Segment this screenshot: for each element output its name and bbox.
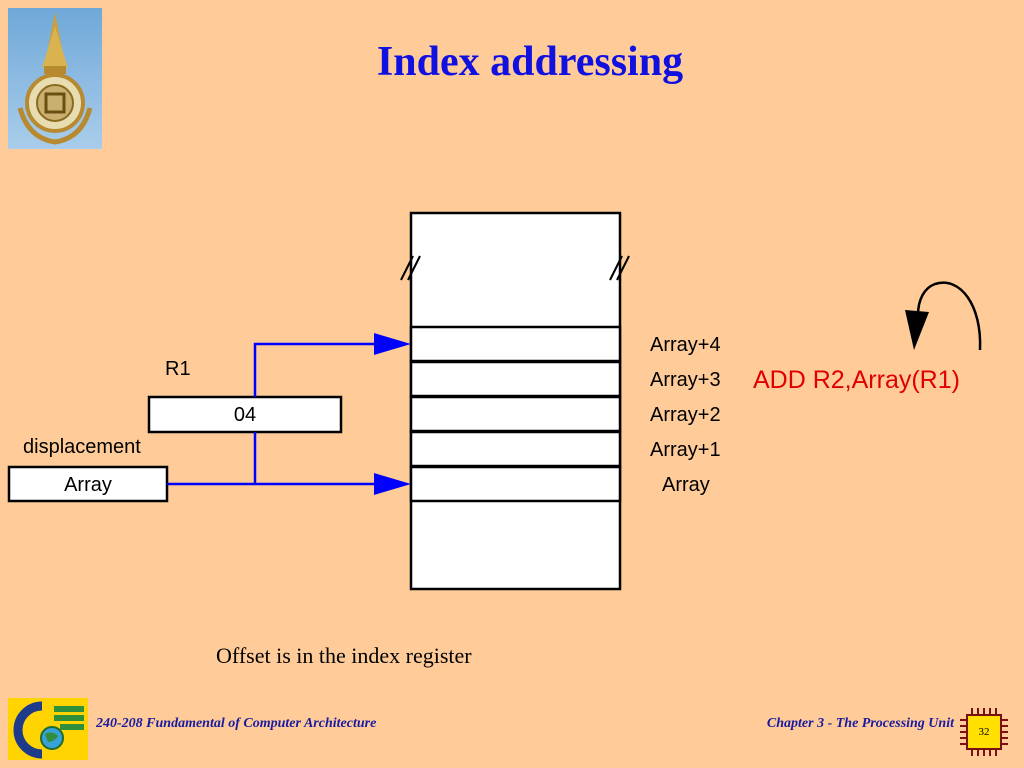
instruction-text: ADD R2,Array(R1) bbox=[753, 366, 960, 394]
memory-label-array-plus-4: Array+4 bbox=[650, 334, 721, 356]
curved-arrow bbox=[916, 281, 982, 351]
r1-label: R1 bbox=[165, 358, 191, 380]
r1-register-box bbox=[147, 395, 343, 434]
university-emblem-logo bbox=[8, 8, 102, 149]
arrowhead-array bbox=[374, 473, 411, 495]
footer-course-title: 240-208 Fundamental of Computer Architec… bbox=[96, 716, 377, 731]
displacement-value: Array bbox=[64, 474, 112, 496]
memory-cell-array-plus-1 bbox=[409, 430, 622, 468]
memory-cell-array-plus-4 bbox=[409, 325, 622, 363]
displacement-box bbox=[7, 465, 169, 503]
displacement-label: displacement bbox=[23, 436, 141, 458]
arrowhead-array-plus-4 bbox=[374, 333, 411, 355]
course-logo bbox=[8, 698, 88, 760]
chip-icon bbox=[960, 708, 1008, 756]
curved-arrowhead bbox=[905, 310, 929, 350]
memory-label-array-plus-1: Array+1 bbox=[650, 439, 721, 461]
address-connectors bbox=[167, 342, 376, 486]
diagram-caption: Offset is in the index register bbox=[216, 643, 472, 668]
memory-cell-array-plus-3 bbox=[409, 360, 622, 398]
page-number: 32 bbox=[978, 726, 990, 738]
connector-to-array-plus-4 bbox=[253, 342, 376, 397]
footer-chapter-title: Chapter 3 - The Processing Unit bbox=[766, 716, 954, 731]
memory-cell-array bbox=[409, 465, 622, 503]
memory-break-marks bbox=[400, 255, 630, 281]
memory-label-array-plus-2: Array+2 bbox=[650, 404, 721, 426]
r1-register-value: 04 bbox=[234, 404, 256, 426]
memory-label-array-plus-3: Array+3 bbox=[650, 369, 721, 391]
slide-title: Index addressing bbox=[376, 39, 684, 85]
memory-cells bbox=[409, 325, 622, 503]
memory-cell-array-plus-2 bbox=[409, 395, 622, 433]
memory-label-array: Array bbox=[662, 474, 710, 496]
